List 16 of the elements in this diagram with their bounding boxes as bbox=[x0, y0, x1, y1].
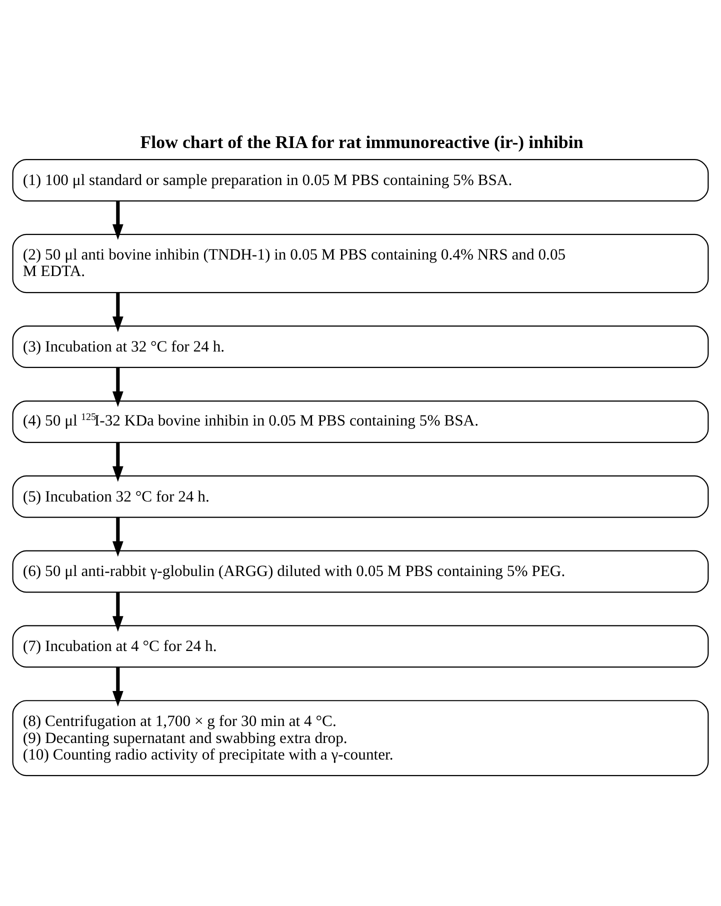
arrow bbox=[112, 517, 124, 557]
arrow bbox=[112, 442, 124, 482]
arrow bbox=[112, 367, 124, 407]
node-box: (2) 50 μl anti bovine inhibin (TNDH-1) in 0.05 M PBS containing 0.4% NRS and 0.05 M EDTA. bbox=[12, 234, 709, 294]
node-box: (8) Centrifugation at 1,700 × g for 30 min at 4 °C. (9) Decanting supernatant and swabbing extra drop. (10) Counting radio activity of precipitate with a γ-counter. bbox=[12, 700, 709, 776]
node-box: (5) Incubation 32 °C for 24 h. bbox=[12, 475, 709, 518]
arrow bbox=[112, 667, 124, 707]
arrow bbox=[112, 292, 124, 332]
node-box: (7) Incubation at 4 °C for 24 h. bbox=[12, 625, 709, 668]
arrow bbox=[112, 592, 124, 632]
node-box: (4) 50 μl $^{125}$I-32 KDa bovine inhibin in 0.05 M PBS containing 5% BSA. bbox=[12, 400, 709, 443]
arrow bbox=[112, 200, 124, 240]
node-box: (6) 50 μl anti-rabbit γ-globulin (ARGG) diluted with 0.05 M PBS containing 5% PEG. bbox=[12, 550, 709, 593]
node-box: (1) 100 μl standard or sample preparation in 0.05 M PBS containing 5% BSA. bbox=[12, 158, 709, 202]
diagram-title: Flow chart of the RIA for rat immunoreactive (ir-) inhibin bbox=[140, 132, 584, 152]
node-box: (3) Incubation at 32 °C for 24 h. bbox=[12, 326, 709, 368]
